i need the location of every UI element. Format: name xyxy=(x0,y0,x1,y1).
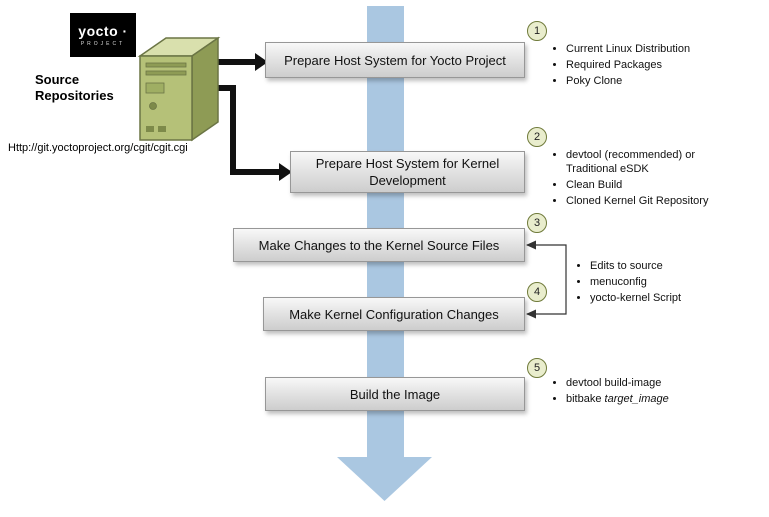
bullet-item: yocto-kernel Script xyxy=(590,291,746,305)
source-repositories-label: Source Repositories xyxy=(35,72,114,103)
bullet-item: bitbake target_image xyxy=(566,392,752,406)
step-number-badge-2: 2 xyxy=(527,127,547,147)
arrow-server-to-step2 xyxy=(213,85,292,181)
bullet-item: Cloned Kernel Git Repository xyxy=(566,194,737,208)
bullet-item: Edits to source xyxy=(590,259,746,273)
yocto-logo-text: yocto · xyxy=(78,23,128,39)
bullet-list-steps-3-4: Edits to source menuconfig yocto-kernel … xyxy=(576,257,746,307)
bullet-list-step5: devtool build-image bitbake target_image xyxy=(552,374,752,408)
target-image-italic: target_image xyxy=(604,393,669,405)
bullet-item: Required Packages xyxy=(566,58,752,72)
bullet-item: menuconfig xyxy=(590,275,746,289)
bullet-list-step1: Current Linux Distribution Required Pack… xyxy=(552,40,752,90)
step-box-3: Make Changes to the Kernel Source Files xyxy=(233,228,525,262)
step-number-badge-4: 4 xyxy=(527,282,547,302)
step-number-badge-3: 3 xyxy=(527,213,547,233)
yocto-logo: yocto · PROJECT xyxy=(70,13,136,57)
bullet-item: Clean Build xyxy=(566,178,737,192)
arrow-server-to-step1 xyxy=(214,53,268,71)
bullet-item: Poky Clone xyxy=(566,74,752,88)
step-number-badge-1: 1 xyxy=(527,21,547,41)
bullet-list-step2: devtool (recommended) or Traditional eSD… xyxy=(552,146,737,210)
step-number-badge-5: 5 xyxy=(527,358,547,378)
repo-url: Http://git.yoctoproject.org/cgit/cgit.cg… xyxy=(8,142,188,154)
yocto-logo-subtitle: PROJECT xyxy=(80,41,126,47)
bullet-item: devtool (recommended) or Traditional eSD… xyxy=(566,148,737,176)
bracket-steps-3-4 xyxy=(526,240,567,319)
step-box-5: Build the Image xyxy=(265,377,525,411)
server-icon xyxy=(137,36,221,142)
step-box-1: Prepare Host System for Yocto Project xyxy=(265,42,525,78)
bullet-item: Current Linux Distribution xyxy=(566,42,752,56)
bullet-item: devtool build-image xyxy=(566,376,752,390)
step-box-2: Prepare Host System for Kernel Developme… xyxy=(290,151,525,193)
step-box-4: Make Kernel Configuration Changes xyxy=(263,297,525,331)
